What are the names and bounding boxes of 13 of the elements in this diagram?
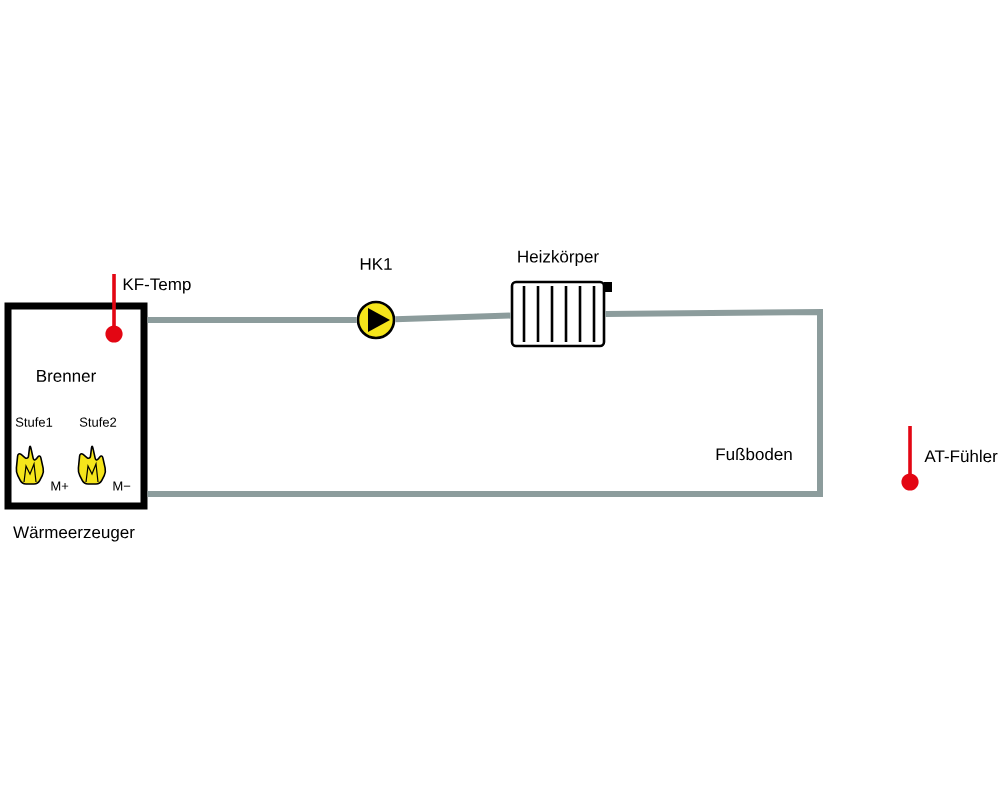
node-label: Brenner (37, 370, 96, 382)
node-caption: HK1 (360, 258, 392, 270)
temperature-label: KF-Temp (123, 278, 191, 294)
edge-label: Fußboden (716, 447, 792, 461)
boiler-box (4, 302, 148, 510)
pipe (395, 312, 511, 323)
pipe (147, 317, 357, 323)
node-caption: Heizkörper (518, 250, 599, 266)
pipe (147, 308, 823, 497)
radiator-symbol (510, 280, 612, 348)
node-label: Wärmeerzeuger (13, 526, 135, 542)
temperature-label: AT-Fühler (924, 449, 998, 463)
pump-symbol (356, 300, 396, 340)
